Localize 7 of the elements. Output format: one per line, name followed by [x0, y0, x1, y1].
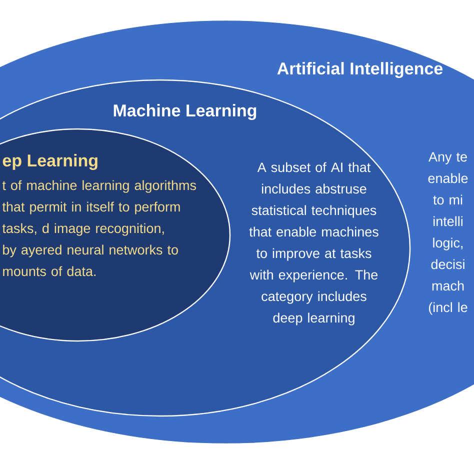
region-description: Any te enable to mi intelli logic, decisi mach (incl le: [428, 152, 468, 315]
region-title: ep Learning: [2, 154, 98, 170]
region-title: Machine Learning: [114, 104, 256, 120]
region-title: Artificial Intelligence: [277, 62, 443, 78]
region-description: A subset of AI that includes abstruse statistical techniques that enable machines to improve at tasks with experience. The category includes deep learning: [249, 162, 378, 326]
ellipse-region: [0, 128, 231, 342]
region-description: t of machine learning algorithms that permit in itself to perform tasks, d image recognition, by ayered neural networks to mounts of data.: [2, 180, 196, 276]
